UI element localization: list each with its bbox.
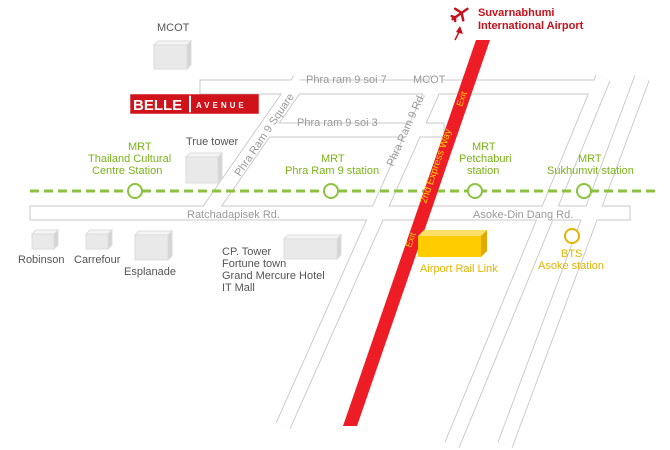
robinson-label: Robinson [18, 254, 64, 266]
station-label-line: MRT [321, 153, 345, 165]
station-label-line: Thailand Cultural [88, 153, 171, 165]
station-marker [467, 183, 483, 199]
logo-brand-text: BELLE [133, 97, 182, 114]
station-label-line: MRT [472, 141, 496, 153]
road-label-mcot: MCOT [413, 74, 446, 86]
arrow-up-icon [454, 26, 463, 41]
station-label-line: Phra Ram 9 station [285, 165, 379, 177]
true-tower-building [184, 151, 224, 185]
robinson-building [30, 228, 60, 251]
airport-rail-link-label: Airport Rail Link [420, 263, 498, 275]
expressway [343, 40, 490, 426]
grand-mercure-label: Grand Mercure Hotel [222, 270, 325, 282]
road-label-soi-7: Phra ram 9 soi 7 [306, 74, 387, 86]
airport-name-line1: Suvarnabhumi [478, 7, 554, 19]
bts-station-marker [564, 228, 580, 244]
fortune-town-label: Fortune town [222, 258, 286, 270]
airplane-icon [450, 7, 469, 23]
road-crossing-fill [203, 76, 306, 215]
true-tower-label: True tower [186, 136, 239, 148]
station-label-line: Asoke station [538, 260, 604, 272]
road-crossing-fill [498, 75, 649, 448]
station-marker [127, 183, 143, 199]
exit-label-bottom: Exit [403, 231, 418, 249]
airport-name-line2: International Airport [478, 20, 584, 32]
cp-tower-label: CP. Tower [222, 246, 271, 258]
station-label-line: MRT [128, 141, 152, 153]
esplanade-label: Esplanade [124, 266, 176, 278]
station-label-line: Petchaburi [459, 153, 512, 165]
cp-tower-building [282, 233, 343, 261]
it-mall-label: IT Mall [222, 282, 255, 294]
road-phra-ram-9-soi-7 [199, 79, 601, 95]
mcot-label: MCOT [157, 22, 190, 34]
road-label-ratchadapisek: Ratchadapisek Rd. [187, 209, 280, 221]
station-marker [576, 183, 592, 199]
esplanade-building [133, 229, 174, 262]
road-crossing-fill [445, 75, 610, 448]
station-label-line: BTS [561, 248, 582, 260]
carrefour-label: Carrefour [74, 254, 121, 266]
station-label-line: MRT [578, 153, 602, 165]
exit-label-top: Exit [454, 90, 469, 108]
road-label-soi-3: Phra ram 9 soi 3 [297, 117, 378, 129]
road-crossing-fill [276, 75, 445, 429]
belle-avenue-logo: BELLE AVENUE [130, 94, 259, 114]
logo-sub-text: AVENUE [196, 101, 247, 110]
mcot-building [152, 39, 193, 71]
airport-rail-link-building [418, 230, 487, 257]
station-label-line: Centre Station [92, 165, 162, 177]
carrefour-building [84, 228, 114, 251]
station-marker [323, 183, 339, 199]
station-label-line: Sukhumvit station [547, 165, 634, 177]
station-label-line: station [467, 165, 499, 177]
road-label-asoke-din-dang: Asoke-Din Dang Rd. [473, 209, 573, 221]
road-ratchadapisek [29, 205, 631, 221]
